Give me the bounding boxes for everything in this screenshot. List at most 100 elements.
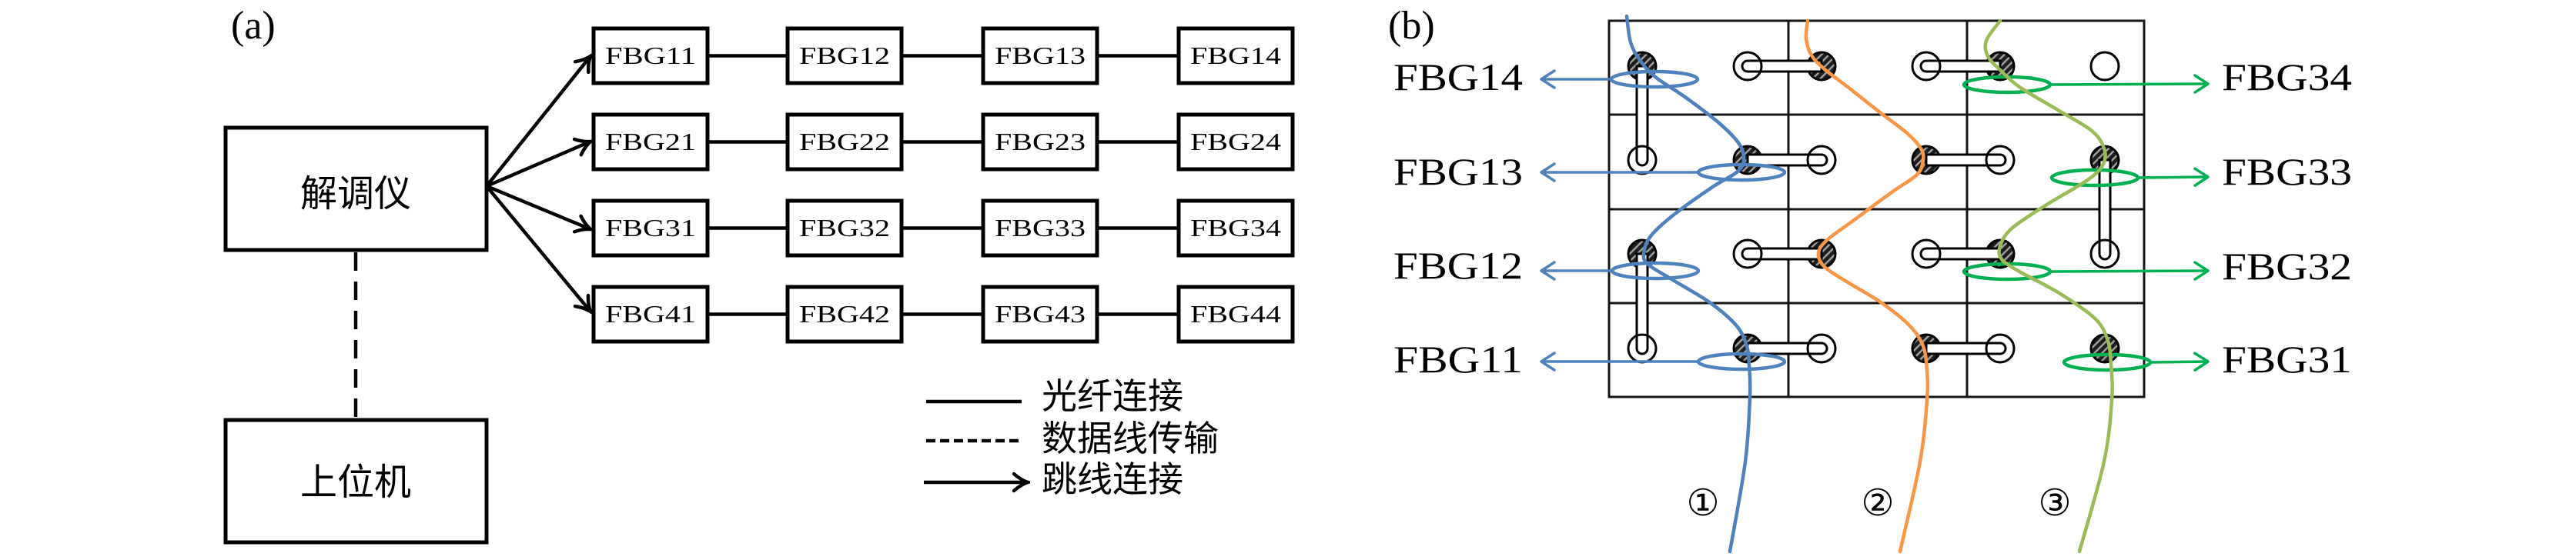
fiber-2-number-label: ② (1861, 482, 1894, 525)
sensor-board-grid (1607, 19, 2146, 398)
fbg-label: FBG34 (1190, 214, 1281, 242)
fbg-node: FBG22 (785, 112, 904, 172)
fbg-box (591, 112, 710, 172)
fbg-box (1176, 26, 1295, 85)
fbg-box (981, 112, 1099, 172)
fbg-box (785, 112, 904, 172)
fbg-output-arrow-right (2049, 261, 2210, 281)
fbg-label-right: FBG34 (2222, 55, 2352, 98)
fbg-label: FBG13 (995, 42, 1086, 69)
fbg-label-left: FBG12 (1393, 244, 1523, 287)
fbg-node: FBG32 (785, 198, 904, 258)
slot-end-ring (1985, 145, 2016, 175)
sliding-slot (2098, 158, 2112, 261)
fbg-box (981, 26, 1099, 85)
host-computer-label: 上位机 (300, 461, 411, 504)
fbg-box (591, 198, 710, 258)
fbg-position-marker (1609, 69, 1700, 89)
fbg-label: FBG43 (995, 300, 1086, 328)
fbg-label-right: FBG31 (2222, 338, 2352, 381)
fbg-label: FBG21 (605, 128, 696, 155)
legend-item-fiber-connection: 光纤连接 (926, 375, 1183, 417)
slot-end-ring (1985, 333, 2016, 364)
fbg-node: FBG12 (785, 26, 904, 85)
sliding-slot (1919, 247, 2002, 261)
fbg-node: FBG43 (981, 285, 1099, 344)
fbg-output-arrow-right (2137, 167, 2210, 187)
sliding-slot (1925, 342, 2007, 355)
panel-b: (b) FBG14 FBG13 FBG12 FBG11 FBG34 FBG33 … (1388, 4, 2352, 554)
right-fbg-labels: FBG34 FBG33 FBG32 FBG31 (2222, 55, 2352, 381)
fbg-label: FBG44 (1190, 300, 1281, 328)
slot-end-ring (1806, 333, 1837, 364)
sliding-slot (1635, 252, 1649, 355)
demodulator-label: 解调仪 (300, 172, 411, 215)
fbg-node: FBG23 (981, 112, 1099, 172)
legend-item-data-cable: 数据线传输 (926, 418, 1219, 459)
fbg-label: FBG32 (799, 214, 890, 242)
fiber-1-number-label: ① (1686, 482, 1719, 525)
fiber-3-number-label: ③ (2038, 482, 2071, 525)
fbg-label: FBG11 (605, 42, 696, 69)
fbg-markers (1540, 69, 2210, 372)
fbg-label: FBG42 (799, 300, 890, 328)
slot-end-ring (1806, 145, 1837, 175)
empty-hole (2089, 51, 2120, 82)
fbg-node: FBG41 (591, 285, 710, 344)
sliding-slot (1746, 342, 1828, 355)
fbg-position-marker (2049, 168, 2140, 188)
jumper-arrow-row-2 (486, 142, 590, 188)
legend-label: 跳线连接 (1042, 458, 1183, 500)
jumper-arrow-row-1 (485, 56, 590, 188)
fbg-node: FBG24 (1176, 112, 1295, 172)
fbg-node: FBG13 (981, 26, 1099, 85)
optical-fiber-1 (1624, 14, 1752, 554)
host-computer-node: 上位机 (223, 418, 489, 545)
fixed-pin-hatched (2089, 333, 2120, 364)
fbg-node: FBG14 (1176, 26, 1295, 85)
fbg-label-right: FBG33 (2222, 150, 2352, 193)
fbg-label-right: FBG32 (2222, 245, 2352, 288)
fbg-box (785, 198, 904, 258)
sliding-slot (1635, 65, 1649, 167)
fbg-node: FBG33 (981, 198, 1099, 258)
sliding-slot (1741, 59, 1823, 73)
left-fbg-labels: FBG14 FBG13 FBG12 FBG11 (1393, 55, 1523, 381)
fbg-box (1176, 112, 1295, 172)
fbg-label: FBG23 (995, 128, 1086, 155)
sliding-slot (1919, 59, 2002, 73)
jumper-arrow-row-4 (485, 185, 590, 312)
fbg-label: FBG22 (799, 128, 890, 155)
slot-end-ring (1732, 51, 1763, 82)
slot-end-ring (1911, 51, 1942, 82)
fbg-label-left: FBG14 (1393, 55, 1523, 98)
demodulator-box (223, 125, 489, 252)
fbg-label: FBG14 (1190, 42, 1281, 69)
panel-a-label: (a) (231, 4, 276, 48)
legend-item-jumper: 跳线连接 (924, 458, 1183, 500)
fbg-position-marker (1696, 352, 1787, 372)
fbg-node: FBG11 (591, 26, 710, 85)
fbg-node: FBG21 (591, 112, 710, 172)
slot-end-ring (1732, 238, 1763, 269)
fbg-label-left: FBG13 (1393, 150, 1523, 193)
optical-fiber-3 (1983, 18, 2114, 554)
demodulator-node: 解调仪 (223, 125, 489, 252)
fbg-box (591, 26, 710, 85)
fbg-box (981, 285, 1099, 344)
slot-end-ring (1911, 238, 1942, 269)
fbg-box (981, 198, 1099, 258)
legend-label: 光纤连接 (1042, 375, 1183, 417)
fbg-label: FBG24 (1190, 128, 1281, 155)
jumper-arrow-row-3 (486, 184, 590, 229)
optical-fibers (1624, 14, 2114, 554)
sliding-slot (1741, 247, 1823, 261)
fbg-node: FBG31 (591, 198, 710, 258)
slot-end-ring (2089, 238, 2120, 269)
fbg-node: FBG34 (1176, 198, 1295, 258)
fbg-output-arrow-right (2049, 74, 2210, 94)
fbg-label: FBG31 (605, 214, 696, 242)
panel-b-label: (b) (1388, 4, 1435, 48)
fbg-label: FBG41 (605, 300, 696, 328)
